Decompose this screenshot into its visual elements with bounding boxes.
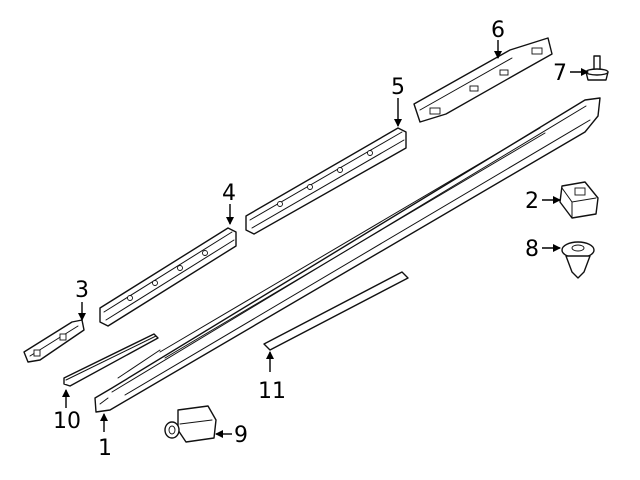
part-9-retainer [164, 405, 217, 443]
callout-9: 9 [234, 423, 248, 448]
callout-3: 3 [75, 278, 89, 303]
part-7-screw [585, 55, 609, 81]
part-6-end-bracket [413, 37, 553, 123]
callout-2: 2 [525, 189, 539, 214]
leader-lines [62, 40, 589, 438]
callout-11: 11 [258, 379, 286, 404]
callout-1: 1 [98, 436, 112, 461]
callout-10: 10 [53, 409, 81, 434]
part-10-trim-rod [63, 333, 159, 387]
part-1-rocker-moulding [94, 97, 601, 413]
part-2-clip-nut [559, 181, 599, 219]
callout-6: 6 [491, 18, 505, 43]
callout-4: 4 [222, 181, 236, 206]
callout-labels: 1 2 3 4 5 6 7 8 9 10 11 [53, 18, 567, 461]
callout-8: 8 [525, 237, 539, 262]
part-4-reinforcement [99, 227, 237, 327]
callout-5: 5 [391, 75, 405, 100]
part-5-upper-rail [245, 127, 407, 235]
callout-7: 7 [553, 61, 567, 86]
part-11-tape-strip [263, 271, 409, 351]
part-8-push-clip [561, 241, 595, 279]
part-3-bracket [23, 319, 85, 363]
